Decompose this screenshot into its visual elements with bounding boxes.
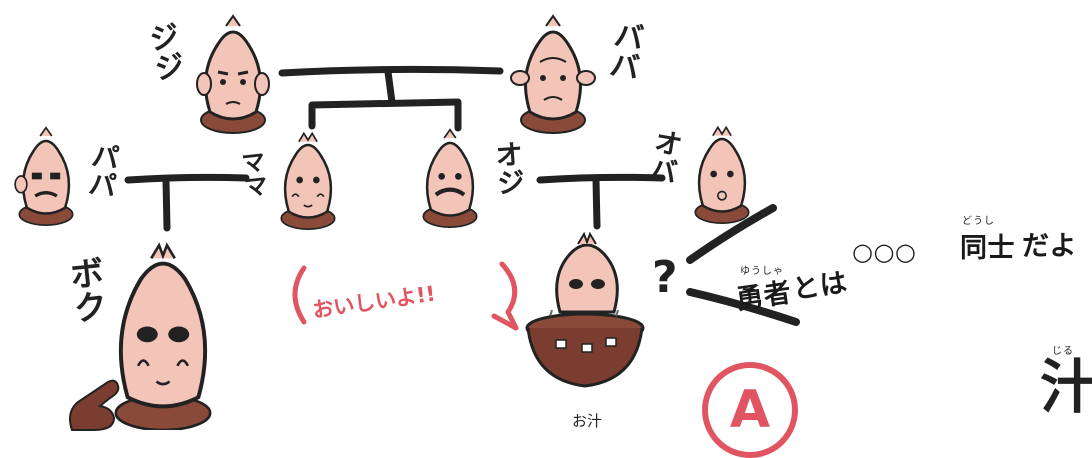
bowl-label: お汁 [572,412,603,430]
label-oji: オジ [490,138,527,198]
label-jiji: ジジ [141,19,186,85]
head-mama [270,130,346,230]
label-oba: オバ [643,125,686,187]
answer-badge: A [702,362,798,458]
label-mama: ママ [235,148,269,200]
label-boku: ボク [61,254,109,326]
head-oba [684,124,760,224]
family-tree-lines [124,65,800,326]
pointing-hand-icon [69,379,120,431]
label-baba: ババ [601,17,645,83]
headline-yuusha: 勇者 [734,277,794,316]
ruby-yuusha: ゆうしゃ [740,266,784,277]
head-soup [542,231,632,316]
headline-towa: とは [790,267,850,306]
headline-blanks: ○○○ [852,238,917,266]
answer-badge-letter: A [729,380,771,440]
headline-dayo: だよ [1022,231,1077,262]
head-oji [412,128,488,228]
ruby-doushi: どうし [962,216,995,227]
label-papa: パパ [83,140,122,200]
head-baba [508,14,598,134]
head-jiji [188,14,278,134]
head-papa [8,126,84,226]
speech-bubble [292,261,519,331]
headline-doushi: 同士 [960,233,1015,264]
ruby-jiru: じる [1052,346,1074,357]
question-mark: ? [652,252,678,303]
soup-bowl-icon [525,310,645,388]
head-boku [104,240,222,432]
answer-char-jiru: 汁 [1040,353,1092,421]
